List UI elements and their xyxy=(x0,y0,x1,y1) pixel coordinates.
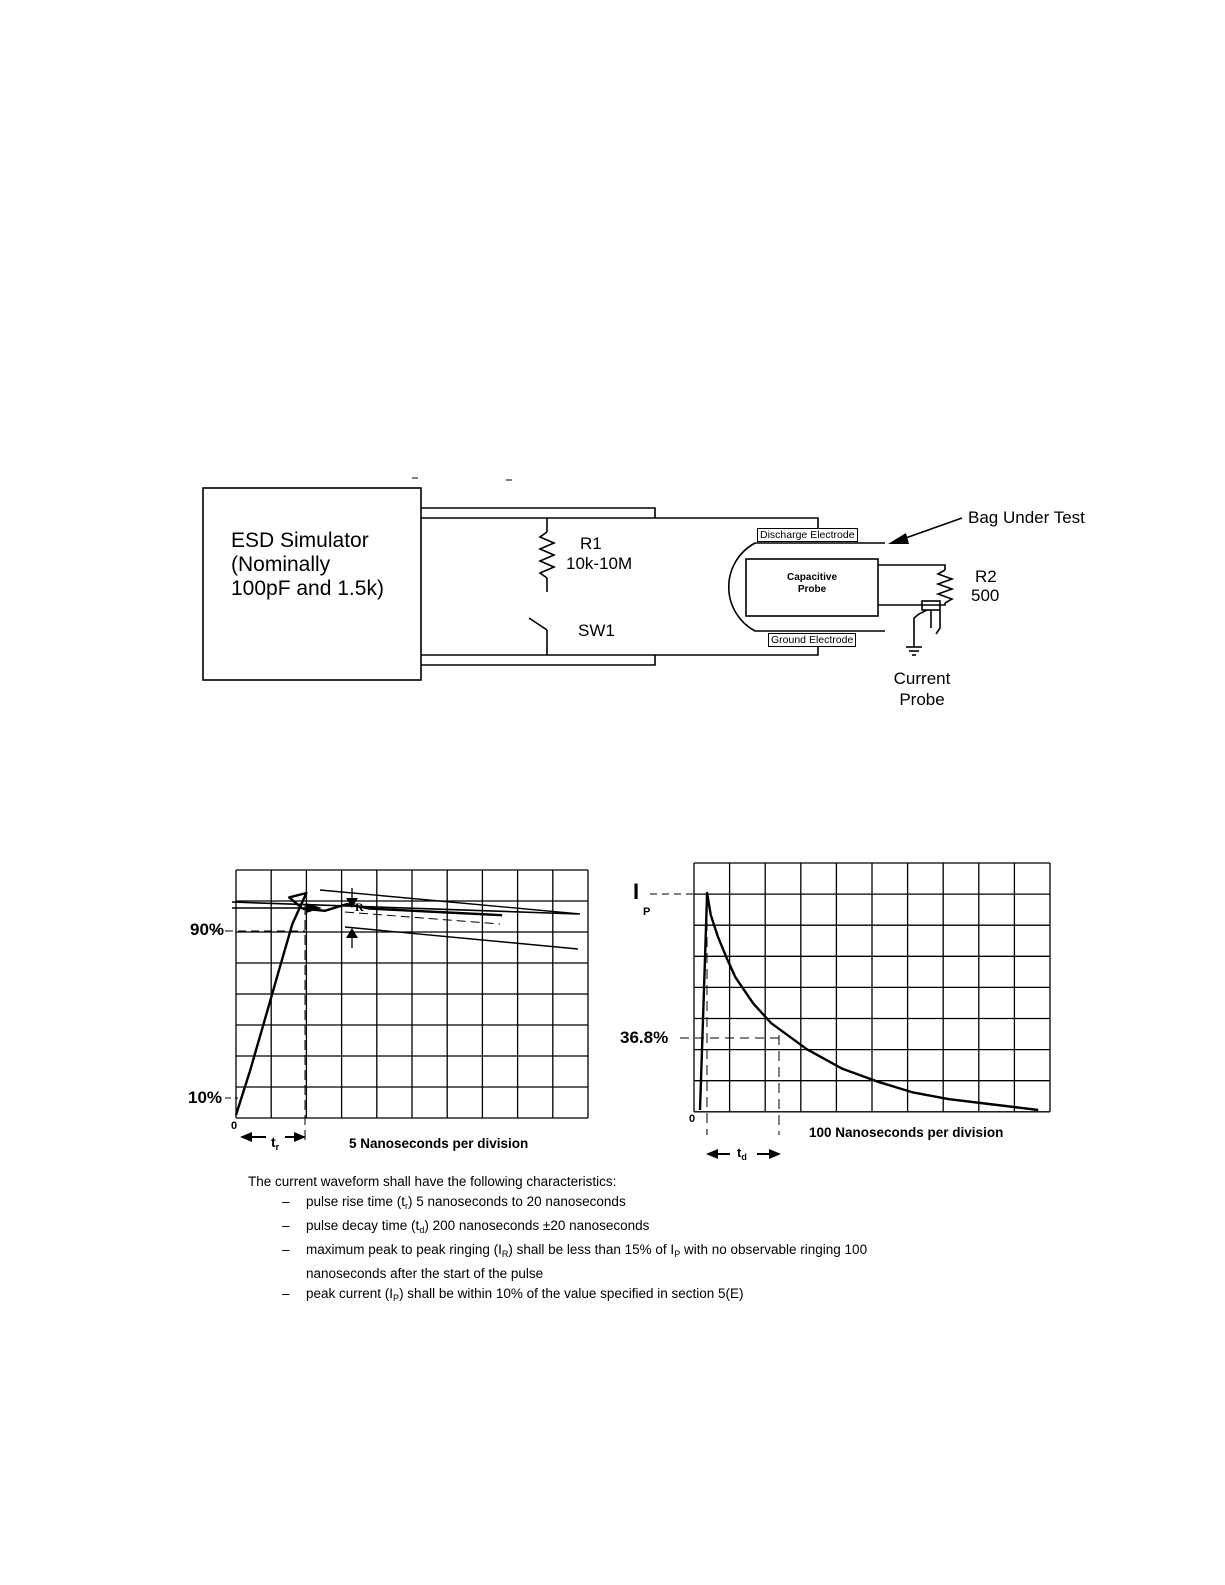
tr-label: tr xyxy=(271,1135,279,1152)
decay-368-label: 36.8% xyxy=(620,1028,669,1047)
item-text: ) shall be within 10% of the value speci… xyxy=(399,1286,744,1301)
ip-symbol: I xyxy=(633,879,640,904)
r2-name: R2 xyxy=(975,567,997,586)
item-text: ) shall be less than 15% of I xyxy=(508,1242,675,1257)
decay-time-waveform xyxy=(698,891,1039,1112)
current-probe-label: Current Probe xyxy=(880,668,964,710)
rise-90-label: 90% xyxy=(190,920,225,939)
bottom-rail-outer xyxy=(421,655,656,666)
decay-time-grid xyxy=(693,862,1051,1113)
circuit-wiring xyxy=(202,477,963,681)
tr-symbol: t xyxy=(271,1134,276,1150)
discharge-electrode-label: Discharge Electrode xyxy=(757,528,858,542)
r2-resistor xyxy=(935,569,955,604)
item-text: peak current (I xyxy=(306,1286,394,1301)
capacitive-probe-label: Capacitive Probe xyxy=(746,572,878,596)
bullet-dash: – xyxy=(282,1194,290,1209)
top-rail-inner xyxy=(421,517,819,530)
decay-chart-caption: 100 Nanoseconds per division xyxy=(809,1125,1004,1140)
item-text: pulse rise time (t xyxy=(306,1194,406,1209)
esd-simulator-box xyxy=(202,487,422,681)
characteristic-item: – pulse decay time (td) 200 nanoseconds ±… xyxy=(248,1216,1008,1240)
subscript: d xyxy=(419,1225,425,1235)
sw1-switch xyxy=(528,617,548,631)
subscript: r xyxy=(405,1201,409,1211)
item-text: nanoseconds after the start of the pulse xyxy=(306,1266,544,1281)
capacitive-probe-box xyxy=(745,558,879,617)
sw1-label: SW1 xyxy=(578,621,615,640)
characteristics-intro: The current waveform shall have the foll… xyxy=(248,1174,617,1189)
item-text: ) 200 nanoseconds ±20 nanoseconds xyxy=(424,1218,650,1233)
bullet-dash: – xyxy=(282,1286,290,1301)
esd-simulator-line-2: (Nominally xyxy=(231,553,331,576)
bag-outline xyxy=(728,542,885,632)
bag-under-test-label: Bag Under Test xyxy=(968,508,1085,527)
td-label: td xyxy=(737,1146,747,1162)
bullet-dash: – xyxy=(282,1242,290,1257)
r1-value: 10k-10M xyxy=(566,554,633,573)
top-rail-outer xyxy=(421,507,656,518)
rise-chart-caption: 5 Nanoseconds per division xyxy=(349,1136,529,1151)
bottom-rail-inner xyxy=(421,646,819,656)
rise-time-chart xyxy=(212,869,589,1142)
td-symbol: t xyxy=(737,1145,742,1160)
tr-subscript: r xyxy=(275,1142,280,1152)
rise-time-grid xyxy=(235,869,589,1119)
bullet-dash: – xyxy=(282,1218,290,1233)
subscript: P xyxy=(393,1293,400,1303)
item-text: pulse decay time (t xyxy=(306,1218,420,1233)
esd-simulator-label: ESD Simulator (Nominally 100pF and 1.5k) xyxy=(231,529,384,601)
current-probe-line-2: Probe xyxy=(899,690,945,709)
esd-simulator-line-1: ESD Simulator xyxy=(231,529,369,552)
ip-subscript: P xyxy=(643,906,651,918)
r1-name: R1 xyxy=(580,534,602,553)
rise-10-label: 10% xyxy=(188,1088,223,1107)
item-text: with no observable ringing 100 xyxy=(680,1242,868,1257)
esd-simulator-line-3: 100pF and 1.5k) xyxy=(231,577,384,600)
td-subscript: d xyxy=(741,1152,747,1162)
rise-90-marker xyxy=(306,903,322,913)
current-probe-line-1: Current xyxy=(893,669,951,688)
r1-resistor xyxy=(537,531,557,579)
decay-time-chart xyxy=(650,862,1051,1159)
item-text: maximum peak to peak ringing (I xyxy=(306,1242,502,1257)
characteristic-item: – maximum peak to peak ringing (IR) shall… xyxy=(248,1240,1008,1264)
waveform-characteristics: The current waveform shall have the foll… xyxy=(248,1172,1008,1308)
item-text: ) 5 nanoseconds to 20 nanoseconds xyxy=(408,1194,626,1209)
bag-pointer-arrowhead xyxy=(888,533,909,544)
rise-time-waveform xyxy=(234,891,503,1116)
bag-pointer-line xyxy=(899,517,963,541)
ringing-label: R xyxy=(355,900,364,914)
ground-electrode-label: Ground Electrode xyxy=(768,633,857,647)
characteristics-list: – pulse rise time (tr) 5 nanoseconds to 2… xyxy=(248,1192,1008,1308)
decay-zero-label: 0 xyxy=(689,1113,696,1125)
ip-label: I xyxy=(633,880,639,903)
characteristic-item: – pulse rise time (tr) 5 nanoseconds to 2… xyxy=(248,1192,1008,1216)
characteristic-item: – peak current (IP) shall be within 10% o… xyxy=(248,1284,1008,1308)
rise-zero-label: 0 xyxy=(231,1120,238,1132)
rise-time-guides xyxy=(212,888,581,1140)
capacitive-probe-line-1: Capacitive xyxy=(786,572,838,583)
capacitive-probe-line-2: Probe xyxy=(797,584,827,595)
characteristic-item: nanoseconds after the start of the pulse xyxy=(248,1264,1008,1284)
subscript: P xyxy=(674,1249,681,1259)
subscript: R xyxy=(501,1249,509,1259)
r2-value: 500 xyxy=(971,586,1000,605)
